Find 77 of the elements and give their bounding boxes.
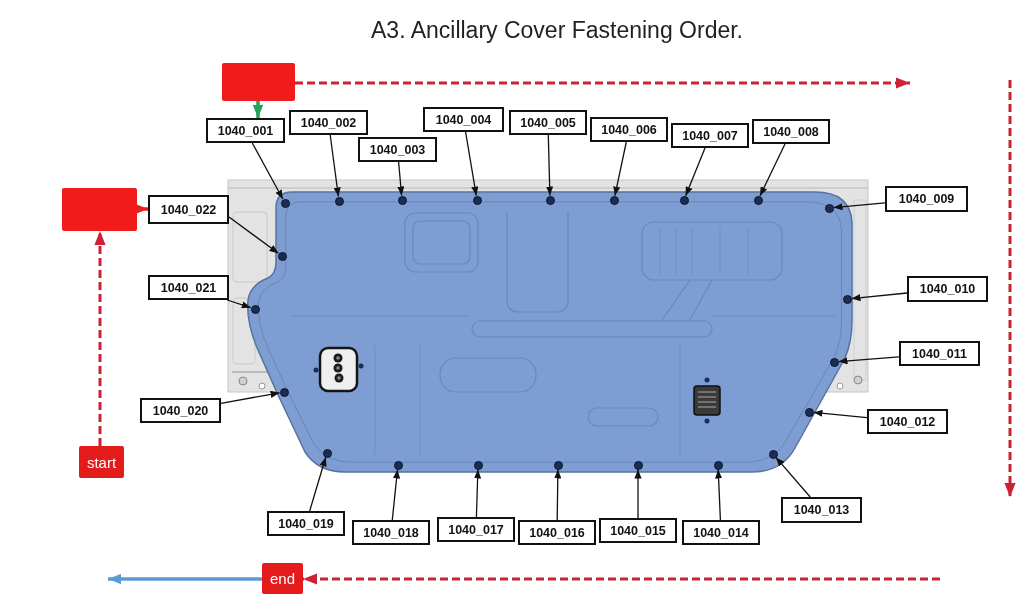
bolt-icon bbox=[322, 448, 332, 458]
bolt-icon bbox=[824, 203, 834, 213]
step-marker bbox=[222, 63, 295, 101]
callout-label: 1040_003 bbox=[358, 137, 437, 162]
bolt-icon bbox=[713, 460, 723, 470]
arrow bbox=[295, 77, 910, 89]
bolt-icon bbox=[679, 195, 689, 205]
callout-label: 1040_013 bbox=[781, 497, 862, 523]
bolt-icon bbox=[473, 460, 483, 470]
leader-line bbox=[228, 216, 280, 254]
bolt-icon bbox=[633, 460, 643, 470]
leader-line bbox=[309, 456, 328, 512]
bolt-icon bbox=[768, 449, 778, 459]
leader-line bbox=[474, 468, 482, 518]
leader-line bbox=[391, 468, 401, 521]
bolt-icon bbox=[553, 460, 563, 470]
start-tag: start bbox=[79, 446, 124, 478]
callout-label: 1040_017 bbox=[437, 517, 515, 542]
callout-label: 1040_006 bbox=[590, 117, 668, 142]
callout-label: 1040_022 bbox=[148, 195, 229, 224]
callout-label: 1040_004 bbox=[423, 107, 504, 132]
callout-label: 1040_020 bbox=[140, 398, 221, 423]
callout-label: 1040_014 bbox=[682, 520, 760, 545]
arrow bbox=[137, 203, 148, 215]
leader-line bbox=[329, 134, 341, 198]
leader-line bbox=[251, 142, 284, 200]
leader-line bbox=[775, 456, 811, 498]
leader-line bbox=[812, 409, 868, 419]
leader-line bbox=[226, 299, 252, 309]
bolt-icon bbox=[393, 460, 403, 470]
leader-line bbox=[464, 131, 479, 197]
title: A3. Ancillary Cover Fastening Order. bbox=[371, 16, 743, 44]
callout-label: 1040_021 bbox=[148, 275, 229, 300]
callout-label: 1040_015 bbox=[599, 518, 677, 543]
bolt-icon bbox=[250, 304, 260, 314]
leader-line bbox=[850, 292, 908, 302]
bolt-icon bbox=[472, 195, 482, 205]
callout-label: 1040_002 bbox=[289, 110, 368, 135]
leader-line bbox=[397, 161, 405, 197]
bolt-icon bbox=[277, 251, 287, 261]
end-tag: end bbox=[262, 563, 303, 594]
callout-label: 1040_008 bbox=[752, 119, 830, 144]
callout-label: 1040_001 bbox=[206, 118, 285, 143]
leader-line bbox=[837, 356, 900, 365]
leader-line bbox=[714, 468, 723, 521]
bolt-icon bbox=[829, 357, 839, 367]
bolt-icon bbox=[753, 195, 763, 205]
step-marker bbox=[62, 188, 137, 231]
callout-label: 1040_012 bbox=[867, 409, 948, 434]
leader-line bbox=[759, 143, 786, 197]
leader-line bbox=[612, 141, 627, 197]
leader-line bbox=[685, 147, 706, 197]
callout-label: 1040_005 bbox=[509, 110, 587, 135]
leader-line bbox=[546, 134, 554, 197]
bolt-icon bbox=[280, 198, 290, 208]
bolt-icon bbox=[804, 407, 814, 417]
bolt-icon bbox=[842, 294, 852, 304]
arrow bbox=[94, 231, 106, 446]
callout-label: 1040_010 bbox=[907, 276, 988, 302]
arrow bbox=[252, 101, 264, 118]
bolt-icon bbox=[279, 387, 289, 397]
bolt-icon bbox=[334, 196, 344, 206]
arrow bbox=[303, 573, 940, 585]
bolt-icon bbox=[609, 195, 619, 205]
leader-line bbox=[554, 468, 562, 521]
leader-line bbox=[220, 390, 281, 404]
callout-label: 1040_011 bbox=[899, 341, 980, 366]
callout-label: 1040_016 bbox=[518, 520, 596, 545]
callout-label: 1040_009 bbox=[885, 186, 968, 212]
bolt-icon bbox=[545, 195, 555, 205]
callout-label: 1040_019 bbox=[267, 511, 345, 536]
callout-label: 1040_007 bbox=[671, 123, 749, 148]
bolt-icon bbox=[397, 195, 407, 205]
arrow bbox=[108, 573, 262, 585]
leader-line bbox=[634, 468, 642, 519]
callout-label: 1040_018 bbox=[352, 520, 430, 545]
leader-line bbox=[832, 202, 886, 211]
